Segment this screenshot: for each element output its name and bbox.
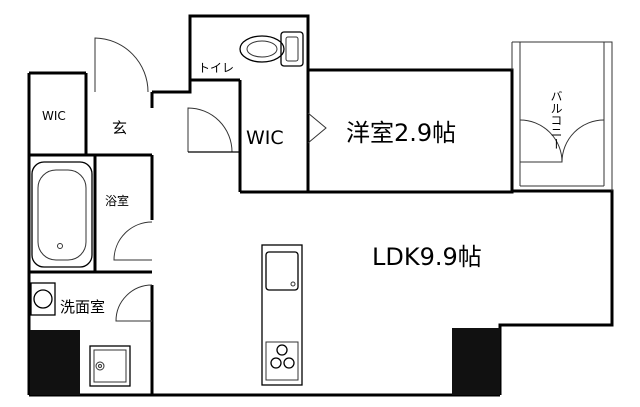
doors — [94, 37, 605, 322]
balcony-label: バルコニー — [549, 90, 563, 150]
hall-door — [187, 107, 233, 153]
wic-main-label: WIC — [246, 127, 284, 149]
fixtures — [30, 31, 500, 395]
washroom-label: 洗面室 — [60, 298, 105, 316]
room-labels: LDK9.9帖 洋室2.9帖 WIC WIC 玄 トイレ 浴室 洗面室 バルコニ… — [42, 61, 563, 316]
toilet-fixture — [239, 31, 304, 67]
balcony-door-2 — [561, 119, 605, 163]
pillar-right — [452, 328, 500, 395]
washing-machine-pan — [89, 345, 131, 387]
entrance-label: 玄 — [112, 119, 127, 137]
kitchen-counter — [261, 244, 303, 386]
ldk-label: LDK9.9帖 — [372, 243, 482, 271]
wic-door — [307, 112, 327, 144]
toilet-label: トイレ — [198, 61, 234, 75]
interior-walls — [29, 70, 514, 395]
western-room-label: 洋室2.9帖 — [346, 119, 456, 147]
pillar-left — [30, 330, 80, 395]
wash-basin — [30, 282, 56, 316]
washroom-door — [115, 284, 153, 322]
bathroom-door — [113, 221, 153, 261]
entrance-door — [94, 37, 149, 93]
wic-small-label: WIC — [42, 109, 66, 123]
bathtub — [31, 161, 93, 268]
bathroom-label: 浴室 — [105, 193, 129, 208]
